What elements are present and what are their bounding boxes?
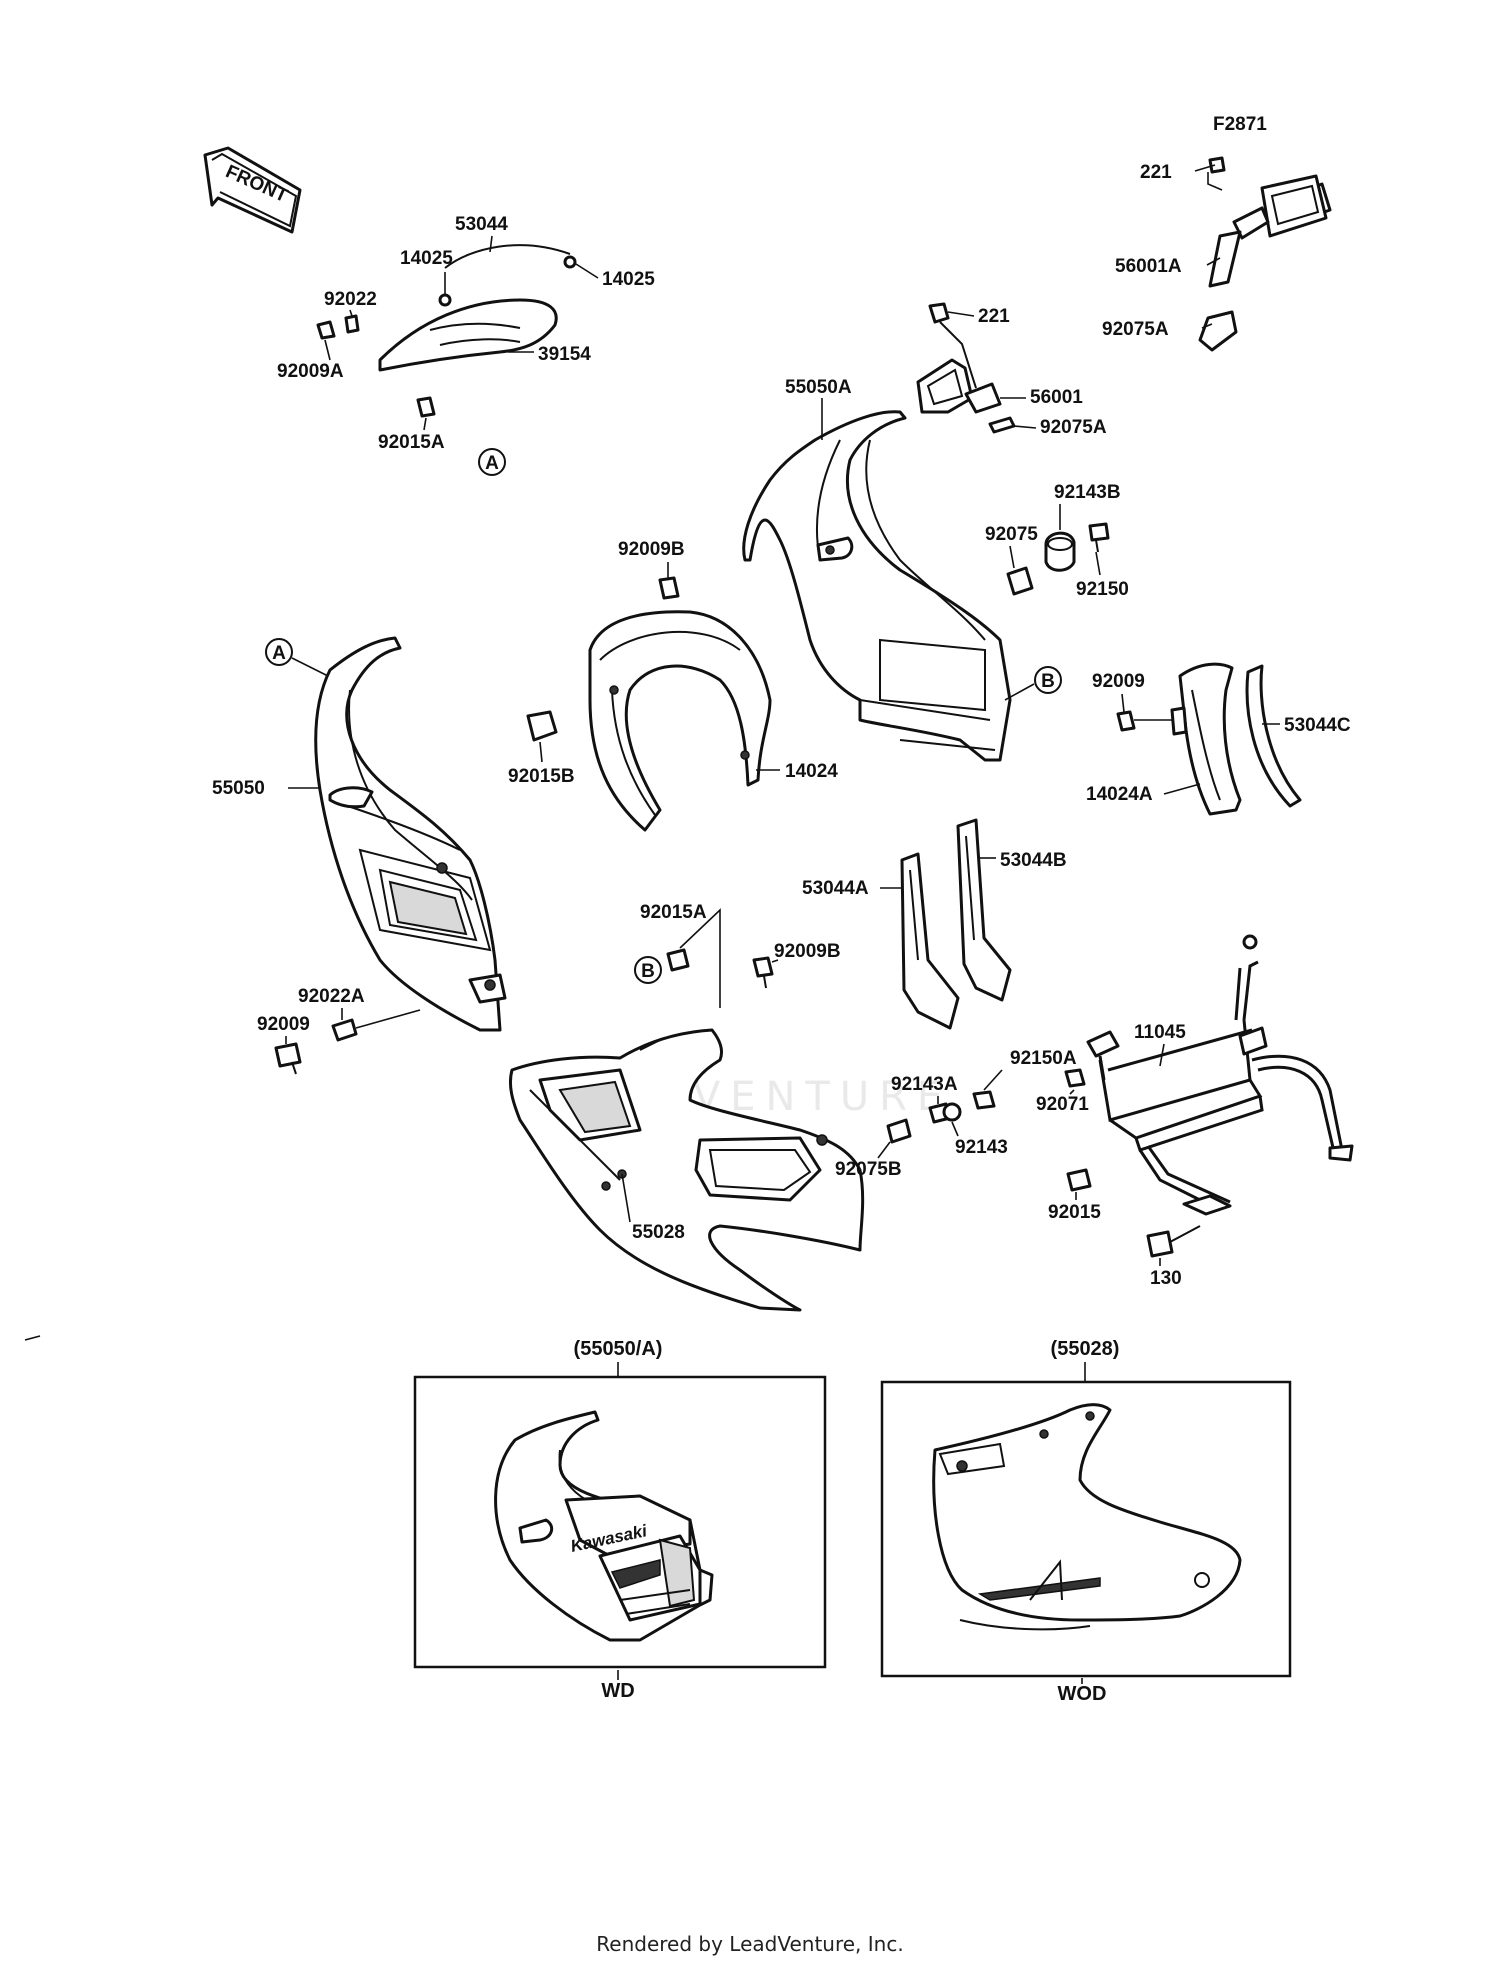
screw-92009A bbox=[316, 320, 336, 340]
label-55028: 55028 bbox=[632, 1222, 685, 1243]
inner-panel-14024 bbox=[588, 610, 772, 832]
inset-right-cowl bbox=[932, 1403, 1242, 1631]
inset-left-cowl: Kawasaki bbox=[494, 1410, 714, 1642]
label-92015A-mid: 92015A bbox=[640, 902, 707, 923]
nut-92015A-mid bbox=[666, 948, 690, 972]
trim-strip-53044B bbox=[956, 818, 1012, 1002]
label-55050A: 55050A bbox=[785, 377, 852, 398]
label-56001A: 56001A bbox=[1115, 256, 1182, 277]
label-130: 130 bbox=[1150, 1268, 1182, 1289]
label-14025-right: 14025 bbox=[602, 269, 655, 290]
windshield bbox=[378, 298, 558, 372]
label-221-top: 221 bbox=[1140, 162, 1172, 183]
inset-right-title: (55028) bbox=[1051, 1338, 1120, 1360]
footer-credit: Rendered by LeadVenture, Inc. bbox=[596, 1932, 904, 1956]
label-92150: 92150 bbox=[1076, 579, 1129, 600]
inset-left-title: (55050/A) bbox=[574, 1338, 663, 1360]
label-92075A-top: 92075A bbox=[1102, 319, 1169, 340]
washer-92022A bbox=[331, 1018, 358, 1042]
side-panel-14024A bbox=[1170, 662, 1242, 816]
inset-right-caption: WOD bbox=[1058, 1683, 1107, 1705]
grommet-14025-right bbox=[563, 255, 577, 269]
screw-92009-right bbox=[1116, 710, 1136, 732]
label-92009-left: 92009 bbox=[257, 1014, 310, 1035]
bolt-130 bbox=[1146, 1225, 1201, 1258]
nut-92071 bbox=[1064, 1068, 1086, 1088]
nut-92015A bbox=[416, 396, 436, 418]
trim-strip-53044C bbox=[1245, 664, 1302, 808]
callout-b-left bbox=[634, 956, 662, 984]
trim-strip-53044A bbox=[900, 852, 960, 1030]
label-92075A-mid: 92075A bbox=[1040, 417, 1107, 438]
label-92015: 92015 bbox=[1048, 1202, 1101, 1223]
mirror-right-assembly bbox=[1198, 156, 1332, 352]
grommet-92075B bbox=[886, 1118, 912, 1144]
upper-cowl-55050 bbox=[314, 636, 507, 1032]
label-92143B: 92143B bbox=[1054, 482, 1121, 503]
label-53044C: 53044C bbox=[1284, 715, 1351, 736]
label-92009B-mid: 92009B bbox=[774, 941, 841, 962]
label-11045: 11045 bbox=[1134, 1022, 1186, 1043]
label-53044A: 53044A bbox=[802, 878, 869, 899]
front-arrow-icon: FRONT bbox=[203, 146, 302, 234]
screw-92009B-mid bbox=[752, 956, 774, 989]
screw-92009-left bbox=[274, 1042, 302, 1075]
label-92022A: 92022A bbox=[298, 986, 365, 1007]
grommet-92143B bbox=[1044, 531, 1076, 572]
margin-mark bbox=[24, 1335, 41, 1341]
svg-text:B: B bbox=[1041, 671, 1055, 692]
nut-92075 bbox=[1006, 566, 1034, 596]
nut-92015 bbox=[1066, 1168, 1092, 1192]
inset-left-box bbox=[413, 1375, 827, 1669]
inset-right-box bbox=[880, 1380, 1292, 1678]
label-55050: 55050 bbox=[212, 778, 265, 799]
callout-a-left bbox=[265, 638, 293, 666]
svg-text:B: B bbox=[641, 961, 655, 982]
label-92022: 92022 bbox=[324, 289, 377, 310]
label-92071: 92071 bbox=[1036, 1094, 1089, 1115]
trim-strip-53044 bbox=[444, 244, 571, 269]
label-92009A: 92009A bbox=[277, 361, 344, 382]
inner-cowl-55050A bbox=[742, 410, 1012, 762]
label-14025-left: 14025 bbox=[400, 248, 453, 269]
collar-92143 bbox=[942, 1102, 962, 1122]
label-92015B: 92015B bbox=[508, 766, 575, 787]
label-14024: 14024 bbox=[785, 761, 838, 782]
label-53044: 53044 bbox=[455, 214, 508, 235]
clip-92015B bbox=[526, 710, 558, 742]
label-14024A: 14024A bbox=[1086, 784, 1153, 805]
figure-code: F2871 bbox=[1213, 114, 1267, 135]
lower-cowl-55028 bbox=[508, 1028, 865, 1312]
inset-left-caption: WD bbox=[601, 1680, 634, 1702]
label-92075: 92075 bbox=[985, 524, 1038, 545]
svg-text:A: A bbox=[272, 643, 286, 664]
svg-text:A: A bbox=[485, 453, 499, 474]
screw-92009B-top bbox=[658, 576, 680, 600]
label-56001: 56001 bbox=[1030, 387, 1083, 408]
label-53044B: 53044B bbox=[1000, 850, 1067, 871]
label-92143: 92143 bbox=[955, 1137, 1008, 1158]
screw-92150 bbox=[1088, 522, 1110, 542]
mirror-left-assembly bbox=[916, 302, 1016, 434]
label-39154: 39154 bbox=[538, 344, 591, 365]
callout-a-top bbox=[478, 448, 506, 476]
label-92075B: 92075B bbox=[835, 1159, 902, 1180]
screw-92150A bbox=[972, 1090, 996, 1110]
grommet-14025-left bbox=[438, 293, 452, 307]
cowl-bracket-11045 bbox=[1086, 934, 1354, 1216]
label-92150A: 92150A bbox=[1010, 1048, 1077, 1069]
washer-92022 bbox=[344, 314, 360, 334]
label-92009-right: 92009 bbox=[1092, 671, 1145, 692]
label-92009B-top: 92009B bbox=[618, 539, 685, 560]
label-92015A-top: 92015A bbox=[378, 432, 445, 453]
callout-b-right bbox=[1034, 666, 1062, 694]
label-92143A: 92143A bbox=[891, 1074, 958, 1095]
label-221-mid: 221 bbox=[978, 306, 1010, 327]
